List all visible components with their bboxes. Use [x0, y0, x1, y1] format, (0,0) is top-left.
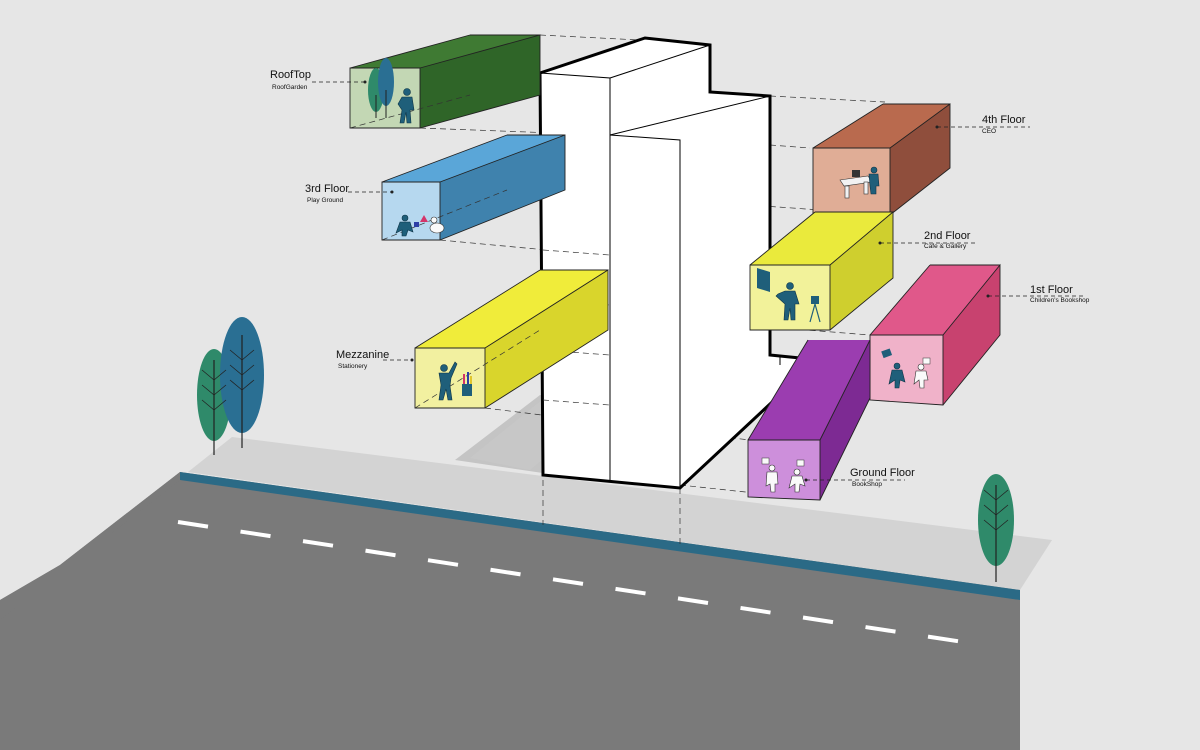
label-subtitle: RoofGarden	[272, 84, 308, 91]
child-white-icon	[788, 459, 806, 493]
lane-dash	[490, 567, 521, 577]
volume-rooftop	[349, 34, 541, 129]
child-reader-white-icon	[913, 357, 931, 389]
lane-dash	[927, 634, 959, 644]
label-title: 1st Floor	[1030, 284, 1073, 296]
label-first-floor: 1st Floor Children's Bookshop	[986, 284, 1090, 304]
volume-first-floor	[869, 263, 1001, 406]
tree-icon	[368, 58, 394, 118]
toy-block-icon	[414, 222, 419, 227]
label-title: Mezzanine	[336, 349, 389, 361]
volume-third-floor	[381, 134, 566, 241]
lane-markings	[177, 520, 959, 644]
lane-dash	[427, 558, 459, 567]
painting-icon	[757, 268, 770, 292]
lane-dash	[240, 529, 271, 539]
lane-dash	[865, 625, 896, 634]
lane-dash	[552, 577, 584, 586]
label-subtitle: Play Ground	[307, 197, 344, 204]
label-subtitle: BookShop	[852, 481, 882, 488]
reader-white-icon	[761, 457, 779, 493]
label-third-floor: 3rd Floor Play Ground	[305, 183, 394, 204]
shopper-person-icon	[438, 361, 458, 401]
easel-icon	[809, 296, 821, 323]
tree-icon	[978, 474, 1014, 582]
label-fourth-floor: 4th Floor CEO	[935, 114, 1030, 135]
label-subtitle: Children's Bookshop	[1030, 297, 1090, 304]
volume-fourth-floor	[812, 103, 951, 216]
volume-mezzanine	[414, 269, 609, 409]
pencil-cup-icon	[462, 372, 472, 396]
building	[538, 36, 802, 490]
volume-second-floor	[749, 211, 894, 331]
lane-dash	[677, 596, 709, 605]
ceo-person-icon	[868, 166, 880, 195]
lane-dash	[365, 548, 396, 558]
lane-dash	[615, 586, 646, 596]
volume-ground-floor	[747, 339, 871, 501]
sidewalk	[188, 437, 1052, 590]
playing-child-icon	[395, 214, 414, 237]
label-title: 2nd Floor	[924, 230, 971, 242]
lane-dash	[177, 520, 209, 529]
label-subtitle: Cafe & Gallery	[924, 243, 967, 250]
duck-toy-icon	[429, 216, 445, 234]
label-title: RoofTop	[270, 69, 311, 81]
label-subtitle: CEO	[982, 128, 996, 135]
lane-dash	[302, 539, 334, 548]
gardener-person-icon	[397, 88, 415, 124]
label-rooftop: RoofTop RoofGarden	[270, 69, 367, 91]
curb	[180, 472, 1020, 600]
road-left-edge	[0, 472, 180, 620]
lane-dash	[802, 615, 834, 625]
road	[0, 472, 1020, 750]
toy-triangle-icon	[420, 215, 428, 222]
lane-dash	[740, 605, 771, 615]
book-icon	[881, 348, 893, 359]
label-second-floor: 2nd Floor Cafe & Gallery	[878, 230, 975, 250]
label-title: 3rd Floor	[305, 183, 349, 195]
label-mezzanine: Mezzanine Stationery	[336, 349, 414, 370]
label-ground-floor: Ground Floor BookShop	[804, 467, 915, 488]
label-title: Ground Floor	[850, 467, 915, 479]
child-reader-icon	[888, 362, 906, 389]
tree-icon	[197, 317, 264, 455]
label-subtitle: Stationery	[338, 363, 368, 370]
label-title: 4th Floor	[982, 114, 1026, 126]
visitor-person-icon	[775, 282, 800, 321]
